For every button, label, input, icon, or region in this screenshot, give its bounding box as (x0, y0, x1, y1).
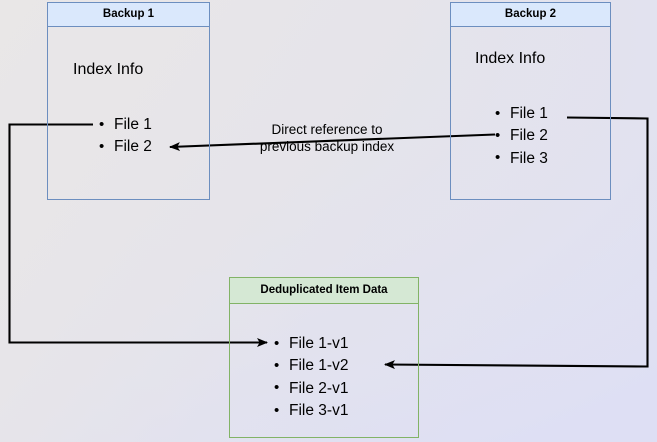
node-dedup-item-list: File 1-v1 File 1-v2 File 2-v1 File 3-v1 (274, 332, 348, 423)
node-backup1-item-list: File 1 File 2 (99, 113, 152, 159)
node-backup2[interactable]: Backup 2 (450, 2, 611, 200)
list-item: File 3-v1 (274, 400, 348, 423)
list-item: File 1-v2 (274, 355, 348, 378)
node-dedup[interactable]: Deduplicated Item Data (229, 277, 419, 438)
list-item: File 2 (99, 136, 152, 159)
node-backup1-title: Backup 1 (102, 8, 155, 20)
edge-label-line1: Direct reference to (271, 122, 383, 137)
list-item: File 1 (495, 102, 548, 125)
edge-label-line2: previous backup index (259, 138, 395, 154)
list-item: File 3 (495, 147, 548, 170)
node-backup2-header: Backup 2 (451, 3, 610, 27)
node-backup1[interactable]: Backup 1 (47, 2, 210, 200)
node-dedup-title: Deduplicated Item Data (260, 284, 388, 296)
node-dedup-header: Deduplicated Item Data (230, 278, 418, 304)
list-item: File 1 (99, 113, 152, 136)
edge-label-direct-reference: Direct reference to previous backup inde… (247, 122, 407, 155)
list-item: File 2-v1 (274, 377, 348, 400)
list-item: File 1-v1 (274, 332, 348, 355)
list-item: File 2 (495, 125, 548, 148)
node-backup2-item-list: File 1 File 2 File 3 (495, 102, 548, 170)
node-backup2-section-label: Index Info (475, 50, 546, 67)
node-backup1-header: Backup 1 (48, 3, 209, 27)
node-backup2-title: Backup 2 (504, 8, 557, 20)
node-backup1-section-label: Index Info (73, 61, 144, 78)
